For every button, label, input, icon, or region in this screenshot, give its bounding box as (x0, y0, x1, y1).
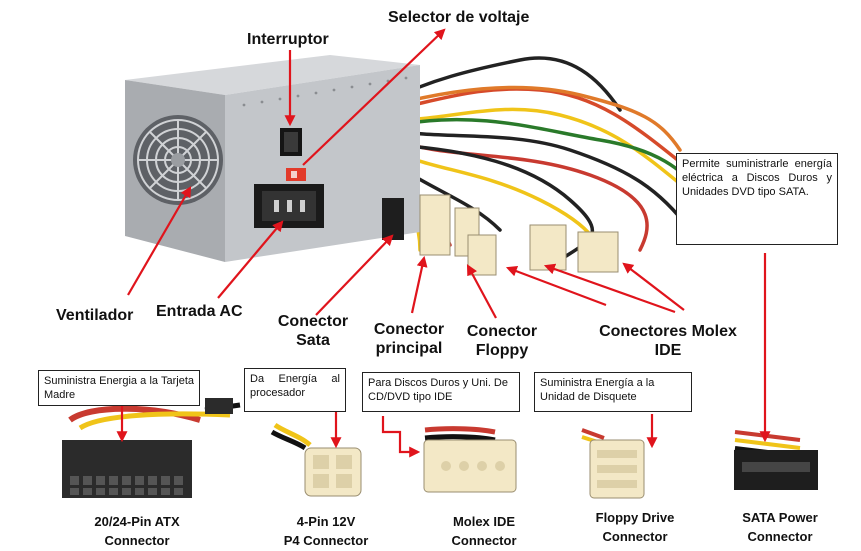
caption-floppy-line1: Floppy Drive (595, 510, 675, 525)
label-conector-floppy-line1: Conector (466, 323, 538, 340)
caption-atx-line1: 20/24-Pin ATX (94, 514, 180, 529)
caption-atx: 20/24-Pin ATX Connector (72, 512, 202, 550)
desc-box-floppy: Suministra Energía a la Unidad de Disque… (534, 372, 692, 412)
caption-sata-line1: SATA Power (742, 510, 818, 525)
atx-connector-icon (62, 398, 241, 498)
label-conectores-molex-line2: IDE (654, 342, 682, 359)
lower-arrows (116, 253, 771, 458)
caption-sata-line2: Connector (747, 529, 813, 544)
voltage-selector-icon (286, 168, 306, 181)
label-conector-sata-line2: Sata (296, 332, 330, 349)
caption-sata: SATA Power Connector (718, 508, 842, 546)
caption-floppy: Floppy Drive Connector (576, 508, 694, 546)
caption-p4: 4-Pin 12V P4 Connector (266, 512, 386, 550)
label-ventilador: Ventilador (56, 307, 134, 324)
label-conector-principal-line2: principal (375, 340, 443, 357)
sata-connector-icon (734, 430, 818, 490)
ac-inlet-icon (254, 184, 324, 228)
p4-connector-icon (270, 422, 362, 497)
label-conectores-molex-line1: Conectores Molex (599, 323, 737, 340)
caption-molex: Molex IDE Connector (426, 512, 542, 550)
label-conector-sata-line1: Conector (277, 313, 349, 330)
label-selector-voltaje: Selector de voltaje (388, 9, 530, 26)
power-switch-icon (280, 128, 302, 156)
label-conector-floppy: Conector Floppy (460, 322, 544, 360)
psu-connectors (382, 194, 619, 276)
label-entrada-ac: Entrada AC (156, 303, 243, 320)
floppy-connector-icon (581, 428, 645, 499)
label-conector-principal: Conector principal (368, 320, 450, 358)
caption-molex-line2: Connector (451, 533, 517, 548)
desc-box-sata: Permite suministrarle energía eléctrica … (676, 153, 838, 245)
caption-molex-line1: Molex IDE (452, 514, 516, 529)
desc-box-atx: Suministra Energia a la Tarjeta Madre (38, 370, 200, 406)
label-conector-sata: Conector Sata (271, 312, 355, 350)
desc-box-molex: Para Discos Duros y Uni. De CD/DVD tipo … (362, 372, 520, 412)
caption-atx-line2: Connector (104, 533, 170, 548)
desc-box-p4: Da Energía al procesador (244, 368, 346, 412)
label-interruptor: Interruptor (247, 31, 329, 48)
upper-arrows (127, 28, 685, 319)
fan-icon (133, 115, 223, 205)
label-conector-principal-line1: Conector (373, 321, 445, 338)
label-conectores-molex: Conectores Molex IDE (593, 322, 743, 360)
caption-p4-line1: 4-Pin 12V (296, 514, 356, 529)
label-conector-floppy-line2: Floppy (475, 342, 529, 359)
caption-floppy-line2: Connector (602, 529, 668, 544)
molex-connector-icon (423, 426, 517, 493)
caption-p4-line2: P4 Connector (283, 533, 369, 548)
